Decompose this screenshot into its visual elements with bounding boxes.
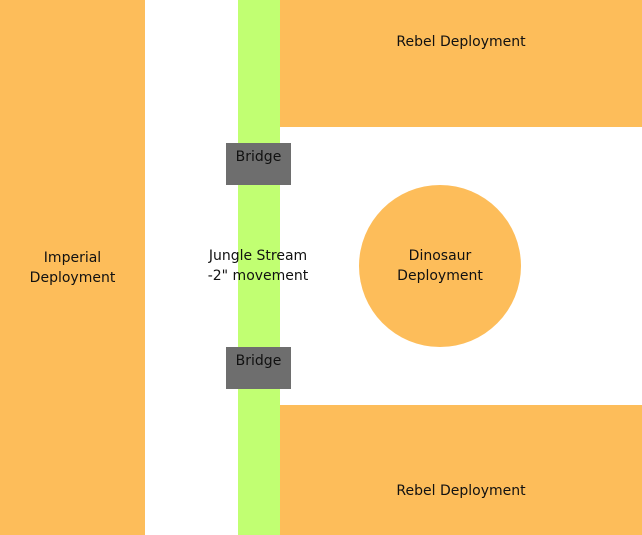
rebel-deployment-zone-top: Rebel Deployment <box>280 0 642 127</box>
stream-effect: -2" movement <box>207 268 309 284</box>
rebel-deployment-bottom-label: Rebel Deployment <box>396 483 526 499</box>
imperial-deployment-label: Imperial Deployment <box>29 249 116 286</box>
stream-label: Jungle Stream -2" movement <box>190 246 326 286</box>
bridge-top-label: Bridge <box>235 149 282 165</box>
rebel-deployment-zone-bottom: Rebel Deployment <box>280 405 642 535</box>
stream-name: Jungle Stream <box>208 248 308 264</box>
imperial-deployment-zone: Imperial Deployment <box>0 0 145 535</box>
bridge-bottom: Bridge <box>226 347 291 389</box>
dinosaur-deployment-zone: Dinosaur Deployment <box>359 185 521 347</box>
jungle-stream <box>238 0 280 535</box>
dinosaur-deployment-label: Dinosaur Deployment <box>397 248 483 284</box>
rebel-deployment-top-label: Rebel Deployment <box>396 34 526 50</box>
bridge-top: Bridge <box>226 143 291 185</box>
bridge-bottom-label: Bridge <box>235 353 282 369</box>
